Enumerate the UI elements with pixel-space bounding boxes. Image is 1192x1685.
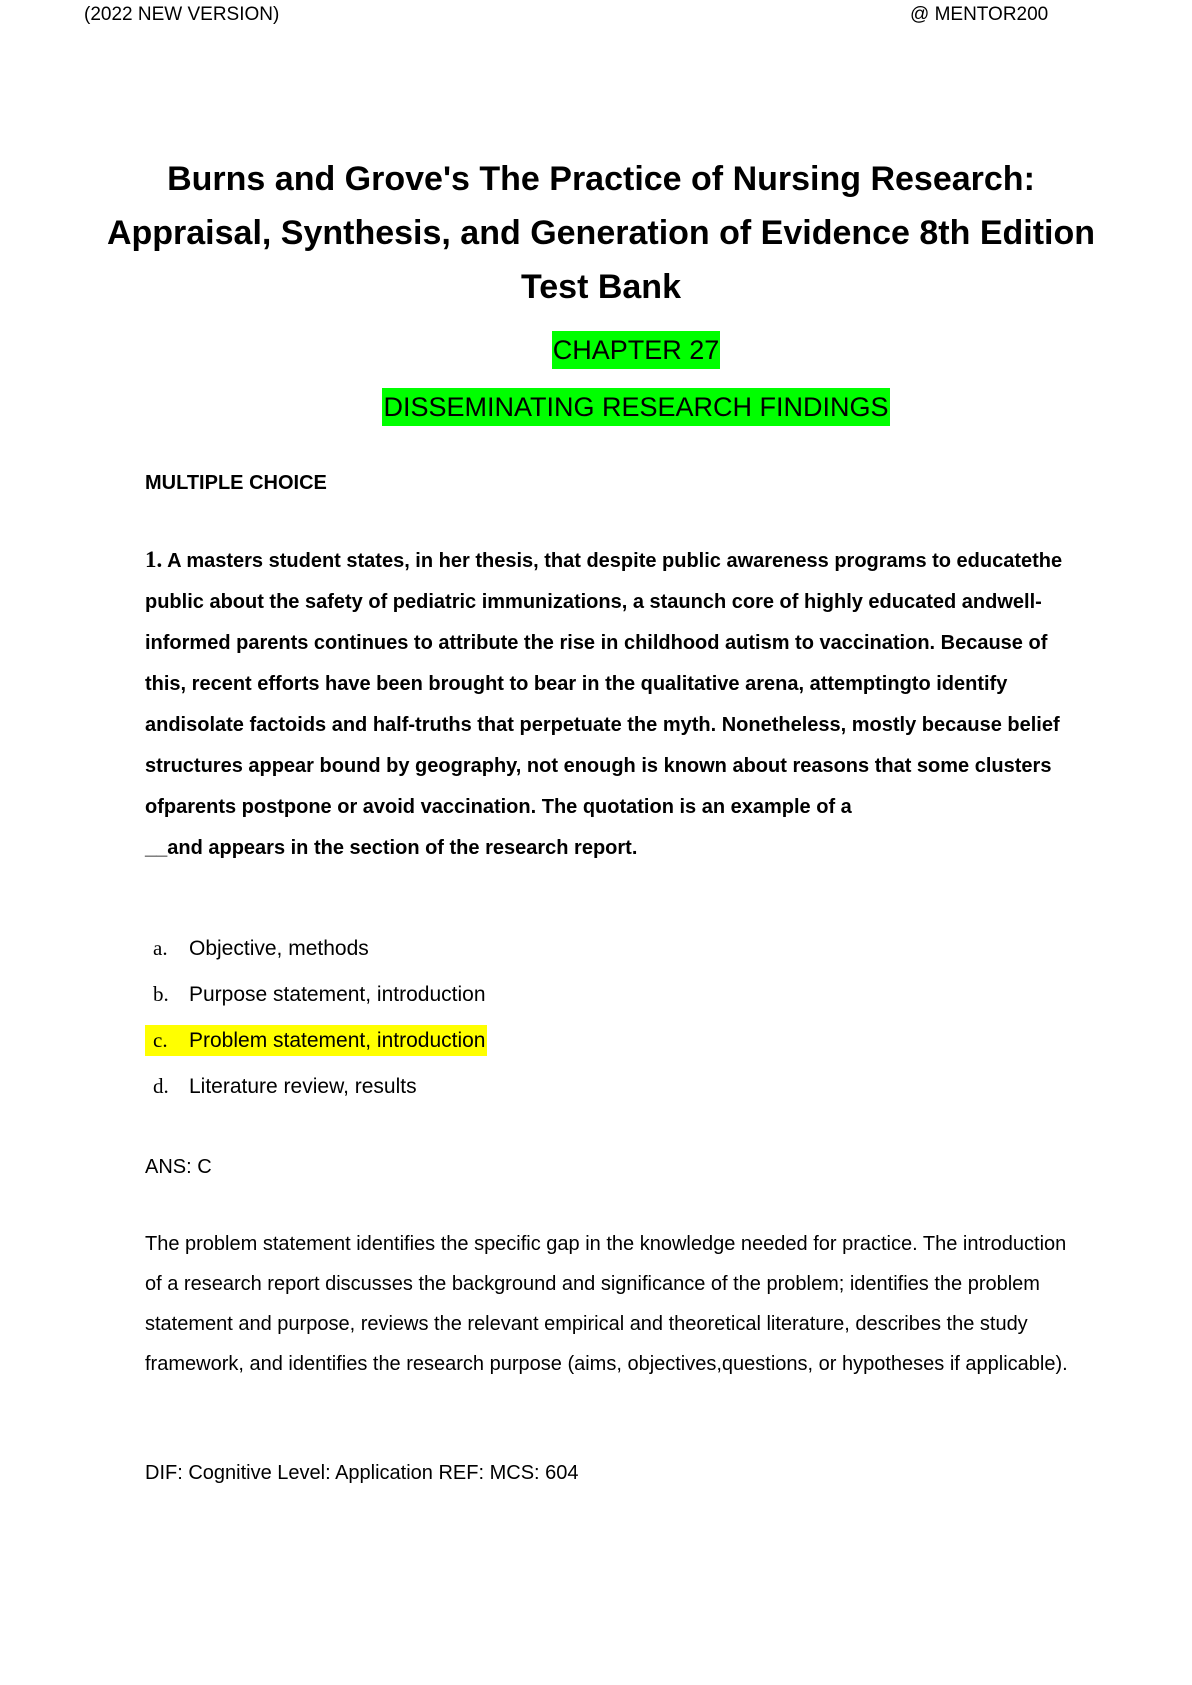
question-tail: __and appears in the section of the rese… bbox=[145, 837, 638, 859]
title-line-3: Test Bank bbox=[521, 268, 681, 306]
header-version-label: (2022 NEW VERSION) bbox=[84, 4, 280, 25]
title-line-1: Burns and Grove's The Practice of Nursin… bbox=[167, 160, 1035, 198]
chapter-name-heading: DISSEMINATING RESEARCH FINDINGS bbox=[0, 388, 1192, 426]
header-author-label: @ MENTOR200 bbox=[910, 4, 1049, 25]
question-text: A masters student states, in her thesis,… bbox=[145, 550, 1063, 818]
choice-text: Problem statement, introduction bbox=[189, 1029, 486, 1052]
answer-key: ANS: C bbox=[145, 1156, 212, 1178]
chapter-number-text: CHAPTER 27 bbox=[551, 331, 721, 369]
question-block: 1. A masters student states, in her thes… bbox=[145, 539, 1075, 869]
choice-c-correct: c. Problem statement, introduction bbox=[145, 1025, 488, 1071]
chapter-name-text: DISSEMINATING RESEARCH FINDINGS bbox=[382, 388, 890, 426]
choice-text: Purpose statement, introduction bbox=[189, 983, 486, 1006]
choice-d: d. Literature review, results bbox=[145, 1071, 488, 1117]
section-heading: MULTIPLE CHOICE bbox=[145, 472, 327, 494]
rationale-paragraph: The problem statement identifies the spe… bbox=[145, 1233, 1068, 1375]
choice-text: Literature review, results bbox=[189, 1075, 417, 1098]
answer-choices-list: a. Objective, methods b. Purpose statement… bbox=[145, 933, 488, 1117]
difficulty-reference: DIF: Cognitive Level: Application REF: M… bbox=[145, 1462, 579, 1484]
choice-letter: d. bbox=[153, 1074, 169, 1098]
choice-letter: a. bbox=[153, 936, 168, 960]
chapter-number-heading: CHAPTER 27 bbox=[0, 331, 1192, 369]
choice-b: b. Purpose statement, introduction bbox=[145, 979, 488, 1025]
choice-a: a. Objective, methods bbox=[145, 933, 488, 979]
choice-text: Objective, methods bbox=[189, 937, 369, 960]
choice-letter: c. bbox=[153, 1028, 168, 1052]
document-title: Burns and Grove's The Practice of Nursin… bbox=[60, 152, 1142, 314]
choice-letter: b. bbox=[153, 982, 169, 1006]
question-number: 1. bbox=[145, 547, 163, 572]
title-line-2: Appraisal, Synthesis, and Generation of … bbox=[106, 214, 1096, 252]
